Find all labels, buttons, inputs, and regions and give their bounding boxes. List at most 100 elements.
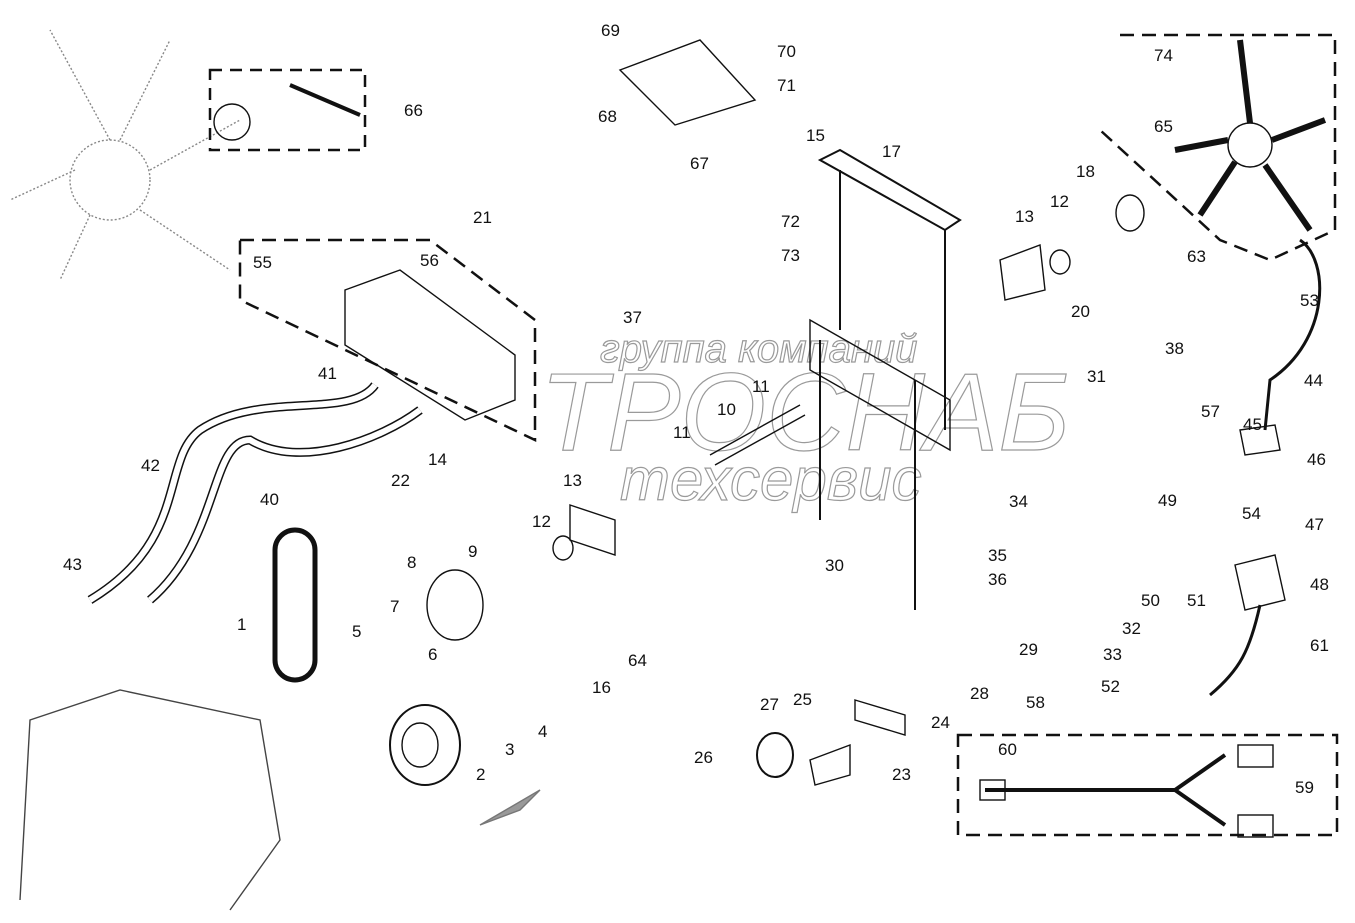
callout-13b: 13 xyxy=(1015,207,1034,226)
callout-1: 1 xyxy=(237,615,246,634)
callout-60: 60 xyxy=(998,740,1017,759)
callout-58: 58 xyxy=(1026,693,1045,712)
callout-21: 21 xyxy=(473,208,492,227)
engine xyxy=(19,689,281,911)
callout-74: 74 xyxy=(1154,46,1173,65)
fan-blades xyxy=(1174,39,1327,232)
callout-70: 70 xyxy=(777,42,796,61)
callout-40: 40 xyxy=(260,490,279,509)
callout-9: 9 xyxy=(468,542,477,561)
callout-50: 50 xyxy=(1141,591,1160,610)
cable-61 xyxy=(1209,604,1262,697)
callout-3: 3 xyxy=(505,740,514,759)
kit-box-58 xyxy=(956,733,1339,837)
callout-45: 45 xyxy=(1243,415,1262,434)
callout-5: 5 xyxy=(352,622,361,641)
callout-11a: 11 xyxy=(752,377,770,396)
frame-legs xyxy=(819,340,916,610)
callout-24: 24 xyxy=(931,713,950,732)
bearing-12-upper xyxy=(1049,249,1071,275)
callout-36: 36 xyxy=(988,570,1007,589)
callout-26: 26 xyxy=(694,748,713,767)
bracket-13-lower xyxy=(569,504,616,556)
callout-31: 31 xyxy=(1087,367,1106,386)
callout-22: 22 xyxy=(391,471,410,490)
callout-67: 67 xyxy=(690,154,709,173)
callout-68: 68 xyxy=(598,107,617,126)
crossmember xyxy=(809,318,951,452)
callout-44: 44 xyxy=(1304,371,1323,390)
connector-59-bottom xyxy=(1237,814,1274,838)
connector-59-top xyxy=(1237,744,1274,768)
callout-18: 18 xyxy=(1076,162,1095,181)
connector-60 xyxy=(979,779,1006,801)
callout-15: 15 xyxy=(806,126,825,145)
o-ring xyxy=(213,103,251,141)
callout-12a: 12 xyxy=(532,512,551,531)
direction-arrow xyxy=(479,789,541,826)
callout-63: 63 xyxy=(1187,247,1206,266)
motor-48 xyxy=(1234,554,1286,611)
arm-24 xyxy=(854,699,906,736)
dipstick xyxy=(289,83,361,117)
callout-14: 14 xyxy=(428,450,447,469)
callout-47: 47 xyxy=(1305,515,1324,534)
plate-69 xyxy=(618,39,757,126)
pulley-2 xyxy=(389,704,461,786)
callout-52: 52 xyxy=(1101,677,1120,696)
callout-41: 41 xyxy=(318,364,337,383)
callout-35: 35 xyxy=(988,546,1007,565)
callout-37: 37 xyxy=(623,308,642,327)
callout-48: 48 xyxy=(1310,575,1329,594)
callout-33: 33 xyxy=(1103,645,1122,664)
callout-13a: 13 xyxy=(563,471,582,490)
callout-53: 53 xyxy=(1300,291,1319,310)
switch-45 xyxy=(1239,424,1281,456)
callout-4: 4 xyxy=(538,722,547,741)
kit-box-66 xyxy=(208,68,367,152)
callout-42: 42 xyxy=(141,456,160,475)
callout-10: 10 xyxy=(717,400,736,419)
callouts: 1 2 3 4 5 6 7 8 9 10 11 11 12 12 13 13 1… xyxy=(63,21,1329,797)
bracket-23 xyxy=(809,743,851,786)
callout-64: 64 xyxy=(628,651,647,670)
callout-25: 25 xyxy=(793,690,812,709)
callout-69: 69 xyxy=(601,21,620,40)
callout-28: 28 xyxy=(970,684,989,703)
kit-box-21 xyxy=(238,238,537,442)
callout-38: 38 xyxy=(1165,339,1184,358)
fan-hub xyxy=(1227,122,1273,168)
callout-32: 32 xyxy=(1122,619,1141,638)
watermark-line3: техсервис xyxy=(620,446,921,513)
shaft-10 xyxy=(709,404,806,466)
callout-61: 61 xyxy=(1310,636,1329,655)
callout-29: 29 xyxy=(1019,640,1038,659)
callout-43: 43 xyxy=(63,555,82,574)
callout-51: 51 xyxy=(1187,591,1206,610)
callout-23: 23 xyxy=(892,765,911,784)
callout-16: 16 xyxy=(592,678,611,697)
hub-18 xyxy=(1115,194,1145,232)
callout-72: 72 xyxy=(781,212,800,231)
watermark-line1: группа компаний xyxy=(600,327,917,371)
callout-56: 56 xyxy=(420,251,439,270)
callout-2: 2 xyxy=(476,765,485,784)
idler-27 xyxy=(756,732,794,778)
fan-ghost xyxy=(9,29,241,281)
callout-73: 73 xyxy=(781,246,800,265)
callout-6: 6 xyxy=(428,645,437,664)
callout-71: 71 xyxy=(777,76,796,95)
cable-44 xyxy=(1263,238,1322,431)
callout-66: 66 xyxy=(404,101,423,120)
callout-8: 8 xyxy=(407,553,416,572)
callout-49: 49 xyxy=(1158,491,1177,510)
callout-30: 30 xyxy=(825,556,844,575)
callout-59: 59 xyxy=(1295,778,1314,797)
wire-harness xyxy=(985,753,1227,827)
callout-55: 55 xyxy=(253,253,272,272)
callout-7: 7 xyxy=(390,597,399,616)
kit-box-63 xyxy=(1099,33,1337,262)
radiator-tank xyxy=(344,269,516,421)
